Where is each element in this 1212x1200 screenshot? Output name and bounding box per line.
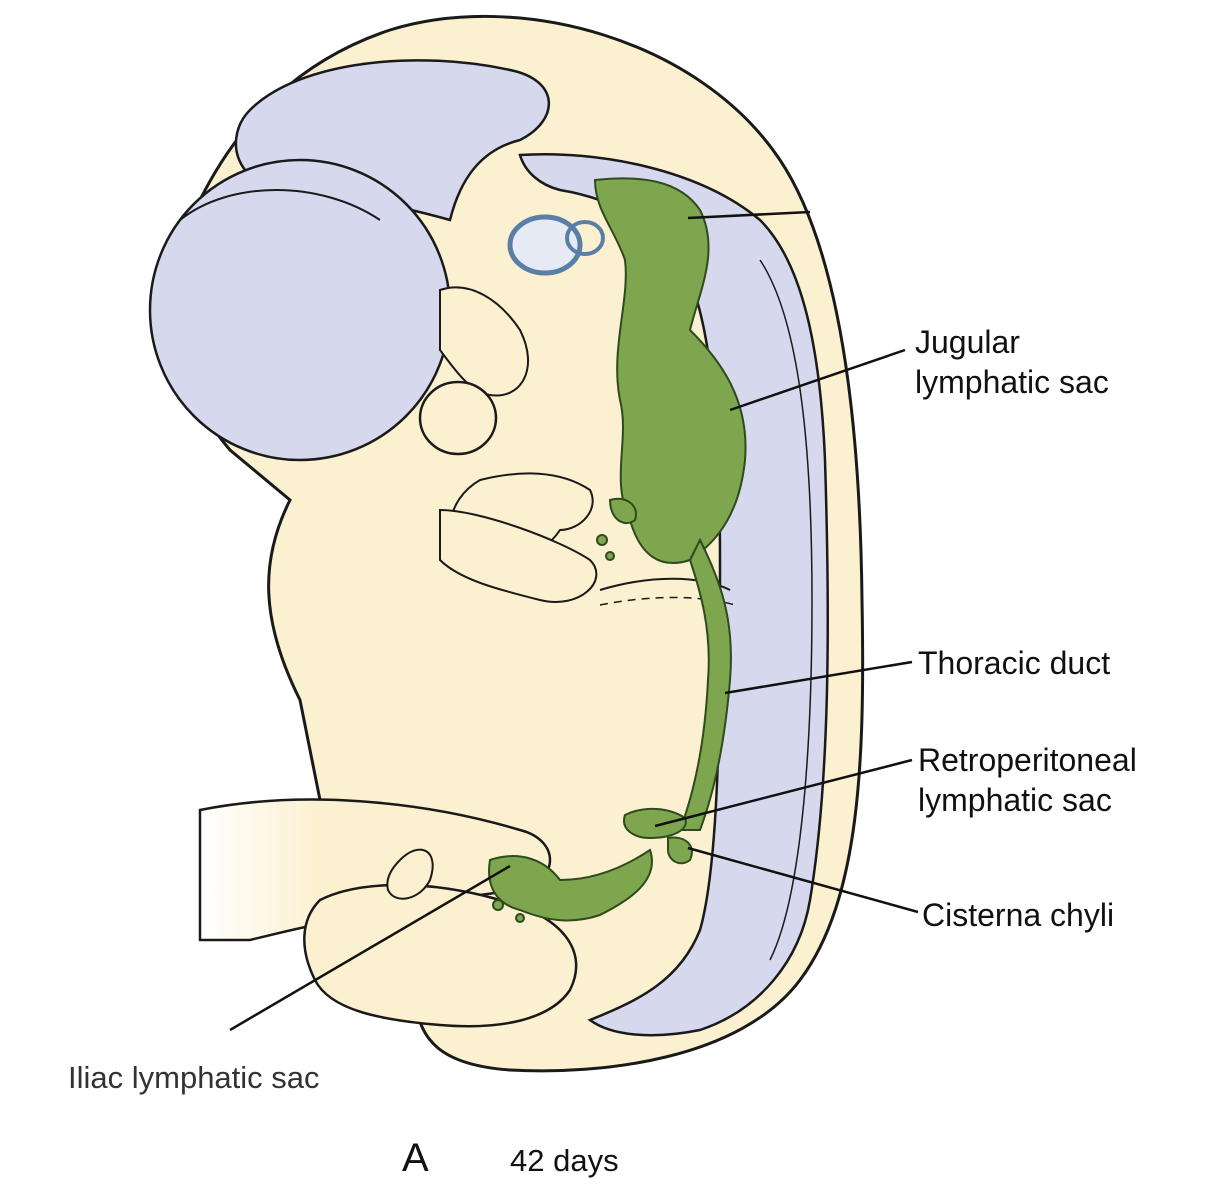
label-retroperitoneal-line2: lymphatic sac [918,782,1112,818]
label-thoracic-line1: Thoracic duct [918,645,1111,681]
lymph-fragment [596,534,608,546]
face-mid [439,508,598,603]
heart-bulge-line-2 [599,596,736,606]
label-iliac-line1: Iliac lymphatic sac [68,1060,320,1095]
label-retroperitoneal-line1: Retroperitoneal [918,742,1137,778]
eye [418,380,498,456]
optic-structure [439,286,530,397]
leader-iliac [229,864,511,1032]
neural-tube-inner [759,259,813,961]
leader-jugular [729,348,906,412]
lymphatic-system [488,177,747,923]
lymph-fragment [608,497,637,525]
label-retroperitoneal-lymphatic-sac: Retroperitoneal lymphatic sac [918,740,1137,820]
lymph-fragment [605,551,615,561]
lymph-fragment [515,913,525,923]
leader-cisterna [687,846,919,914]
label-iliac-lymphatic-sac: Iliac lymphatic sac [68,1058,320,1098]
label-cisterna-line1: Cisterna chyli [922,897,1115,933]
panel-letter: A [402,1136,429,1180]
label-jugular-line1: Jugular [915,324,1020,360]
brain-hemisphere [148,158,452,462]
label-jugular-lymphatic-sac: Jugular lymphatic sac [915,322,1109,402]
otic-vesicle [507,214,583,276]
lymph-fragment [492,899,504,911]
retroperitoneal-lymphatic-sac [623,807,687,840]
lower-limb-digit [386,848,434,900]
label-thoracic-duct: Thoracic duct [918,643,1110,683]
iliac-lymphatic-sac [488,848,653,922]
leader-thoracic [724,660,913,695]
thoracic-duct [678,537,732,831]
leader-retroperitoneal [654,758,913,828]
leader-jugular-top [687,210,811,220]
cisterna-chyli [667,836,693,865]
age-label: 42 days [510,1143,619,1178]
label-cisterna-chyli: Cisterna chyli [922,895,1114,935]
otic-vesicle-ring [565,220,605,256]
label-jugular-line2: lymphatic sac [915,364,1109,400]
leader-lines [229,210,919,1032]
brain-fold-line [179,189,381,221]
